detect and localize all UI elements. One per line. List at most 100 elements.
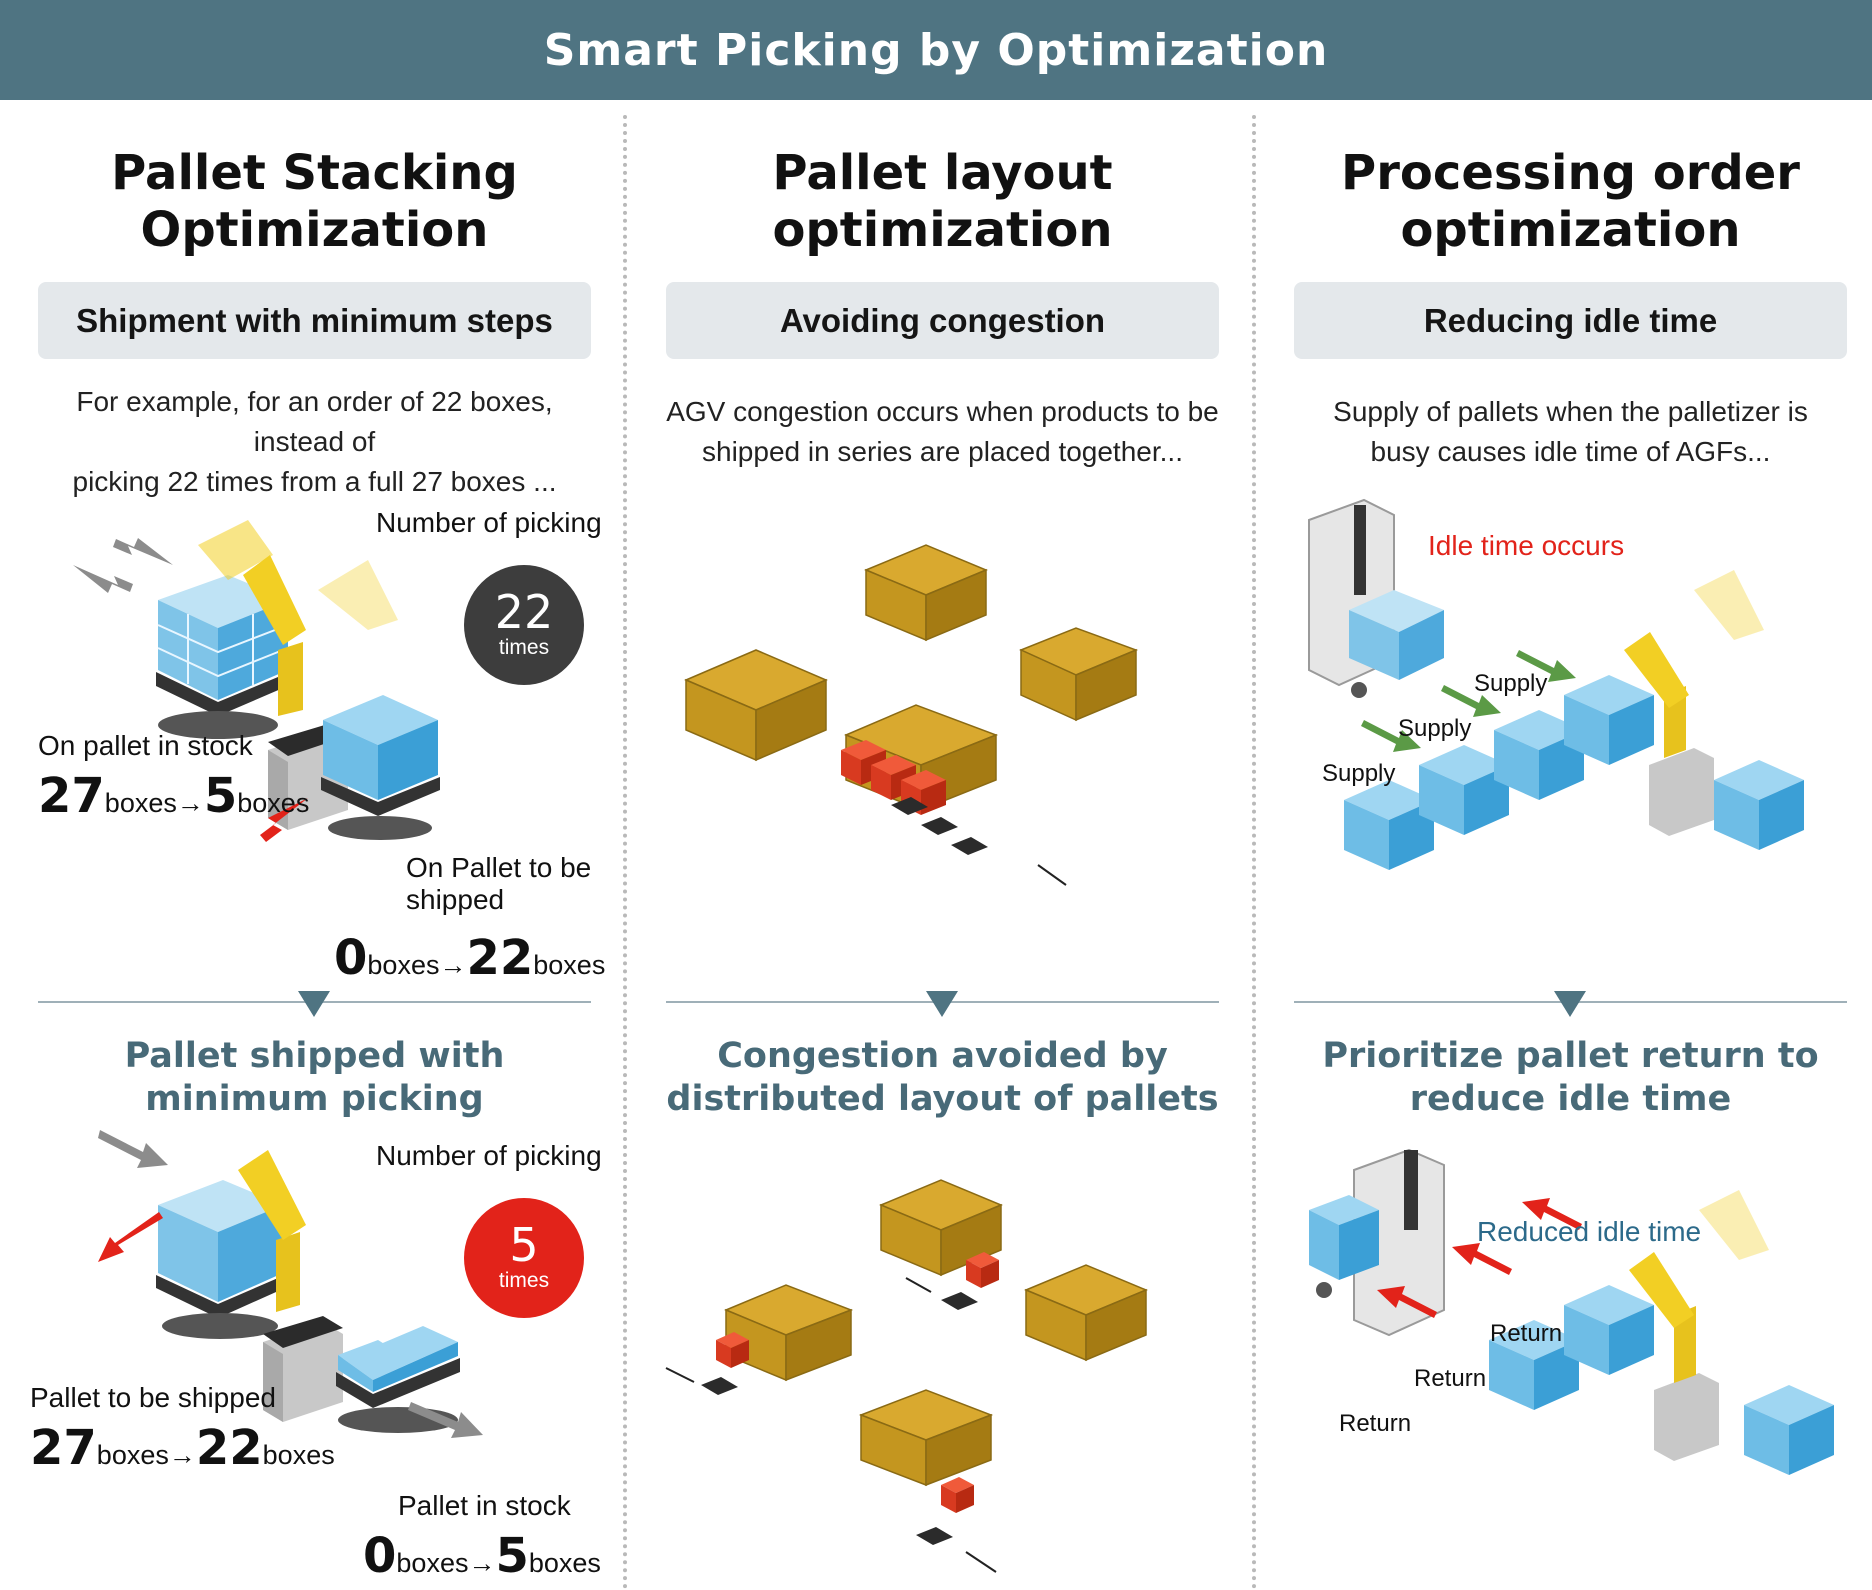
stock-to-value: 5	[495, 1528, 529, 1584]
picking-count-badge: 22 times	[464, 565, 584, 685]
change-arrow: →	[468, 1548, 496, 1578]
subtitle-pill: Shipment with minimum steps	[38, 282, 591, 359]
ship-pallet-label-line1: On Pallet to be	[406, 852, 592, 883]
return-label: Return	[1414, 1365, 1487, 1392]
ship-from-unit: boxes	[96, 1440, 169, 1470]
picking-count-unit: times	[498, 1269, 550, 1292]
ship-to-value: 22	[466, 930, 534, 986]
agv-robot-icon	[701, 1292, 978, 1545]
blue-pallet-row-icon	[1344, 675, 1804, 870]
idle-time-illustration	[1308, 498, 1804, 870]
ship-to-value: 22	[195, 1420, 263, 1476]
column-title-line2: optimization	[1400, 202, 1741, 258]
picking-count-value: 22	[494, 585, 554, 639]
congested-layout-illustration	[684, 544, 1139, 886]
ship-pallet-icon	[156, 1180, 285, 1339]
gray-outbound-arrow-icon	[408, 1402, 483, 1438]
result-line1: Congestion avoided by	[717, 1036, 1168, 1076]
reduced-idle-label: Reduced idle time	[1477, 1216, 1702, 1247]
down-arrow-icon	[1554, 991, 1586, 1017]
ship-pallet-label: Pallet to be shipped	[30, 1382, 276, 1413]
description-line2: picking 22 times from a full 27 boxes ..…	[72, 466, 557, 497]
palletizing-illustration-before	[73, 520, 440, 842]
picking-count-label: Number of picking	[376, 507, 602, 538]
column-title-line1: Pallet Stacking	[111, 145, 518, 201]
down-arrow-icon	[926, 991, 958, 1017]
result-line2: reduce idle time	[1409, 1079, 1732, 1119]
supply-label: Supply	[1322, 760, 1396, 787]
description-line2: shipped in series are placed together...	[702, 436, 1183, 467]
column-title-line2: optimization	[772, 202, 1113, 258]
description: Supply of pallets when the palletizer is…	[1294, 392, 1847, 472]
title-banner: Smart Picking by Optimization	[0, 0, 1872, 100]
red-box-icon	[716, 1252, 999, 1513]
gray-inbound-arrow-icon	[98, 1130, 168, 1168]
column-title-line2: Optimization	[140, 202, 489, 258]
change-arrow: →	[176, 788, 204, 818]
result-line2: minimum picking	[145, 1079, 484, 1119]
forklift-agf-icon	[1309, 1148, 1445, 1337]
column-title: Pallet layout optimization	[666, 145, 1219, 259]
blue-pallet-row-icon	[1489, 1285, 1834, 1475]
stock-from-unit: boxes	[396, 1548, 469, 1578]
stock-to-value: 5	[203, 768, 238, 824]
box-cluster-icon	[724, 1179, 1148, 1487]
column-divider-1	[623, 115, 627, 1590]
forklift-agf-icon	[1308, 498, 1444, 698]
distributed-layout-illustration	[665, 1179, 1148, 1573]
picking-count-value: 5	[509, 1218, 539, 1272]
stock-from-value: 0	[363, 1528, 397, 1584]
stock-from-unit: boxes	[104, 788, 177, 818]
column-title-line1: Pallet layout	[772, 145, 1113, 201]
picking-count-unit: times	[498, 636, 550, 659]
column-title: Pallet Stacking Optimization	[38, 145, 591, 259]
column-title-line1: Processing order	[1341, 145, 1800, 201]
subtitle-pill: Reducing idle time	[1294, 282, 1847, 359]
change-arrow: →	[439, 950, 467, 980]
stock-pallet-label: Pallet in stock	[398, 1490, 571, 1521]
description-line1: Supply of pallets when the palletizer is	[1333, 396, 1808, 427]
red-outbound-arrow-icon	[98, 1212, 163, 1262]
agv-direction-arrow-icon	[905, 1277, 932, 1293]
column-processing-order: Processing order optimization Reducing i…	[1294, 100, 1847, 1590]
column-pallet-layout: Pallet layout optimization Avoiding cong…	[665, 100, 1219, 1590]
ship-pallet-label: On Pallet to be shipped	[406, 852, 591, 916]
ship-box-change: 27boxes→22boxes	[30, 1420, 335, 1476]
return-label: Return	[1490, 1320, 1563, 1347]
result-heading: Prioritize pallet return to reduce idle …	[1294, 1035, 1847, 1121]
column-title: Processing order optimization	[1294, 145, 1847, 259]
ship-pallet-icon	[321, 695, 440, 840]
robot-arm-icon	[238, 1150, 343, 1422]
result-line1: Prioritize pallet return to	[1322, 1036, 1819, 1076]
description-line1: AGV congestion occurs when products to b…	[666, 396, 1219, 427]
supply-arrow-icon	[1361, 650, 1576, 752]
supply-label: Supply	[1474, 670, 1548, 697]
change-arrow: →	[168, 1440, 196, 1470]
picking-count-badge: 5 times	[464, 1198, 584, 1318]
result-line2: distributed layout of pallets	[666, 1079, 1219, 1119]
stock-pallet-label: On pallet in stock	[38, 730, 253, 761]
return-arrow-icon	[1377, 1198, 1582, 1318]
robot-arm-icon	[1624, 570, 1764, 836]
result-heading: Pallet shipped with minimum picking	[38, 1035, 591, 1121]
return-label: Return	[1339, 1410, 1412, 1437]
description: For example, for an order of 22 boxes, i…	[38, 382, 591, 502]
result-heading: Congestion avoided by distributed layout…	[666, 1035, 1219, 1121]
down-arrow-icon	[298, 991, 330, 1017]
reduced-idle-illustration	[1309, 1148, 1834, 1475]
column-pallet-stacking: Pallet Stacking Optimization Shipment wi…	[30, 100, 605, 1590]
agv-direction-arrow-icon	[665, 1367, 695, 1383]
subtitle-pill: Avoiding congestion	[666, 282, 1219, 359]
description-line2: busy causes idle time of AGFs...	[1370, 436, 1771, 467]
description-line1: For example, for an order of 22 boxes, i…	[76, 386, 553, 457]
picking-count-label: Number of picking	[376, 1140, 602, 1171]
idle-time-label: Idle time occurs	[1428, 530, 1625, 561]
red-outbound-arrow-icon	[260, 798, 308, 842]
description: AGV congestion occurs when products to b…	[666, 392, 1219, 472]
page-title: Smart Picking by Optimization	[543, 24, 1329, 76]
ship-pallet-label-line2: shipped	[406, 884, 505, 915]
ship-to-unit: boxes	[533, 950, 606, 980]
stock-to-unit: boxes	[528, 1548, 601, 1578]
ship-from-unit: boxes	[367, 950, 440, 980]
ship-to-unit: boxes	[262, 1440, 335, 1470]
